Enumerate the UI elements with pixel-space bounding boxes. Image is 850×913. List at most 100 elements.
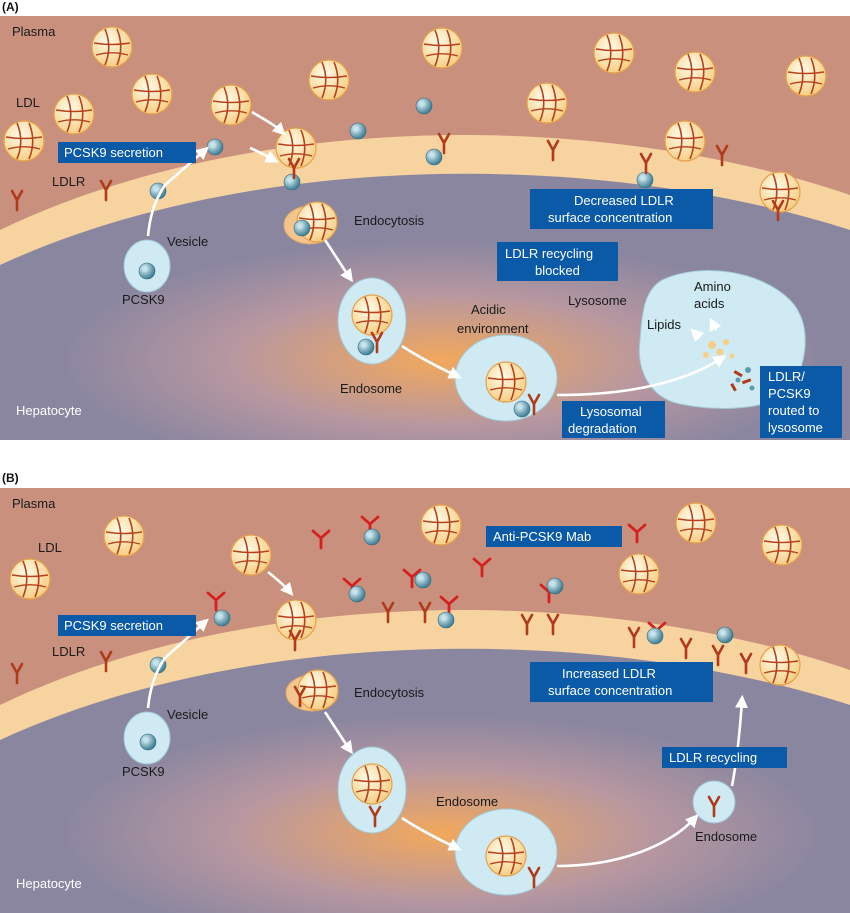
endocytosis-label: Endocytosis	[354, 213, 425, 228]
ldl-particle	[785, 55, 827, 97]
ldlr-recycling-label: LDLR recycling	[669, 750, 757, 765]
decreased-ldlr-line1: Decreased LDLR	[574, 193, 674, 208]
ldl-label: LDL	[16, 95, 40, 110]
ldlr-label: LDLR	[52, 174, 85, 189]
routed-line3: routed to	[768, 403, 819, 418]
lysosomal-degradation-box	[562, 401, 665, 438]
pcsk9-particle	[363, 528, 381, 546]
ldlr-label: LDLR	[52, 644, 85, 659]
ldl-particle	[53, 93, 95, 135]
pcsk9-label: PCSK9	[122, 292, 165, 307]
ldl-particle	[593, 32, 635, 74]
lysosomal-line2: degradation	[568, 421, 637, 436]
ldl-particle	[675, 502, 717, 544]
ldl-particle	[308, 59, 350, 101]
increased-ldlr-line2: surface concentration	[548, 683, 672, 698]
pcsk9-particle	[213, 609, 231, 627]
ldl-particle	[761, 524, 803, 566]
amino-acids-line1: Amino	[694, 279, 731, 294]
routed-to-lysosome-box	[760, 366, 842, 438]
decreased-ldlr-line2: surface concentration	[548, 210, 672, 225]
receptor-fragments	[730, 367, 755, 392]
pcsk9-particle	[646, 627, 664, 645]
panel-b-letter: (B)	[2, 471, 19, 485]
ldl-particle	[210, 84, 252, 126]
decreased-ldlr-box	[530, 189, 713, 229]
pcsk9-particle	[348, 585, 366, 603]
ldl-particle	[421, 27, 463, 69]
pcsk9-secretion-label: PCSK9 secretion	[64, 145, 163, 160]
ldl-particle	[674, 51, 716, 93]
ldl-particle	[230, 534, 272, 576]
pcsk9-particle	[138, 262, 156, 280]
plasma-label: Plasma	[12, 496, 56, 511]
pcsk9-particle	[513, 400, 531, 418]
pcsk9-particle	[437, 611, 455, 629]
hepatocyte-cytoplasm	[0, 173, 850, 440]
increased-ldlr-line1: Increased LDLR	[562, 666, 656, 681]
pathway-arrows	[146, 110, 727, 397]
ldl-particle	[618, 553, 660, 595]
pcsk9-particle	[293, 219, 311, 237]
routed-line4: lysosome	[768, 420, 823, 435]
vesicle-label: Vesicle	[167, 707, 208, 722]
ldl-particle	[3, 120, 45, 162]
recycling-blocked-line2: blocked	[535, 263, 580, 278]
ldl-label: LDL	[38, 540, 62, 555]
hepatocyte-cytoplasm	[0, 648, 850, 913]
pcsk9-secretion-box	[58, 615, 196, 636]
pcsk9-secretion-box	[58, 142, 196, 163]
ldl-particle	[420, 504, 462, 546]
routed-line2: PCSK9	[768, 386, 811, 401]
ldl-particle	[351, 294, 393, 336]
pcsk9-particle	[716, 626, 734, 644]
pcsk9-particle	[283, 173, 301, 191]
panel-a: (A) Plasma LDL LDLR Hepatocyte	[0, 0, 850, 440]
ldl-particle	[485, 361, 527, 403]
lysosomal-line1: Lysosomal	[580, 404, 642, 419]
ldl-particle	[526, 82, 568, 124]
pcsk9-particle	[425, 148, 443, 166]
vesicle-label: Vesicle	[167, 234, 208, 249]
pathway-arrows	[146, 570, 748, 868]
ldl-particle	[131, 73, 173, 115]
pcsk9-particle	[349, 122, 367, 140]
plasma-label: Plasma	[12, 24, 56, 39]
pcsk9-secretion-label: PCSK9 secretion	[64, 618, 163, 633]
pcsk9-particle	[546, 577, 564, 595]
pcsk9-particle	[415, 97, 433, 115]
endocytosis-label: Endocytosis	[354, 685, 425, 700]
endosome2-label: Endosome	[695, 829, 757, 844]
ldl-particle	[351, 763, 393, 805]
pcsk9-particle	[139, 733, 157, 751]
recycling-blocked-box	[497, 242, 618, 281]
endosome-label: Endosome	[340, 381, 402, 396]
anti-mab-label: Anti-PCSK9 Mab	[493, 529, 591, 544]
hepatocyte-label: Hepatocyte	[16, 403, 82, 418]
pcsk9-particle	[206, 138, 224, 156]
lysosome-label: Lysosome	[568, 293, 627, 308]
lipids-label: Lipids	[647, 317, 681, 332]
recycling-blocked-line1: LDLR recycling	[505, 246, 593, 261]
ldl-particle	[9, 558, 51, 600]
ldlr-recycling-box	[662, 747, 787, 768]
ldl-particle	[103, 515, 145, 557]
ldl-particle	[275, 599, 317, 641]
ldl-particle	[91, 26, 133, 68]
routed-line1: LDLR/	[768, 369, 805, 384]
amino-acids-line2: acids	[694, 296, 725, 311]
ldl-particle	[485, 835, 527, 877]
panel-b: (B) Plasma LDL LDLR Hepatocyte	[0, 471, 850, 913]
panel-a-letter: (A)	[2, 0, 19, 14]
pcsk9-label: PCSK9	[122, 764, 165, 779]
endosome-label: Endosome	[436, 794, 498, 809]
ldl-particle	[664, 120, 706, 162]
acidic-label-line1: Acidic	[471, 302, 506, 317]
anti-mab-box	[486, 526, 622, 547]
pcsk9-particle	[357, 338, 375, 356]
ldl-particle	[759, 644, 801, 686]
recycling-endosome	[692, 780, 736, 824]
increased-ldlr-box	[530, 662, 713, 702]
pcsk9-particle	[636, 171, 654, 189]
acidic-label-line2: environment	[457, 321, 529, 336]
